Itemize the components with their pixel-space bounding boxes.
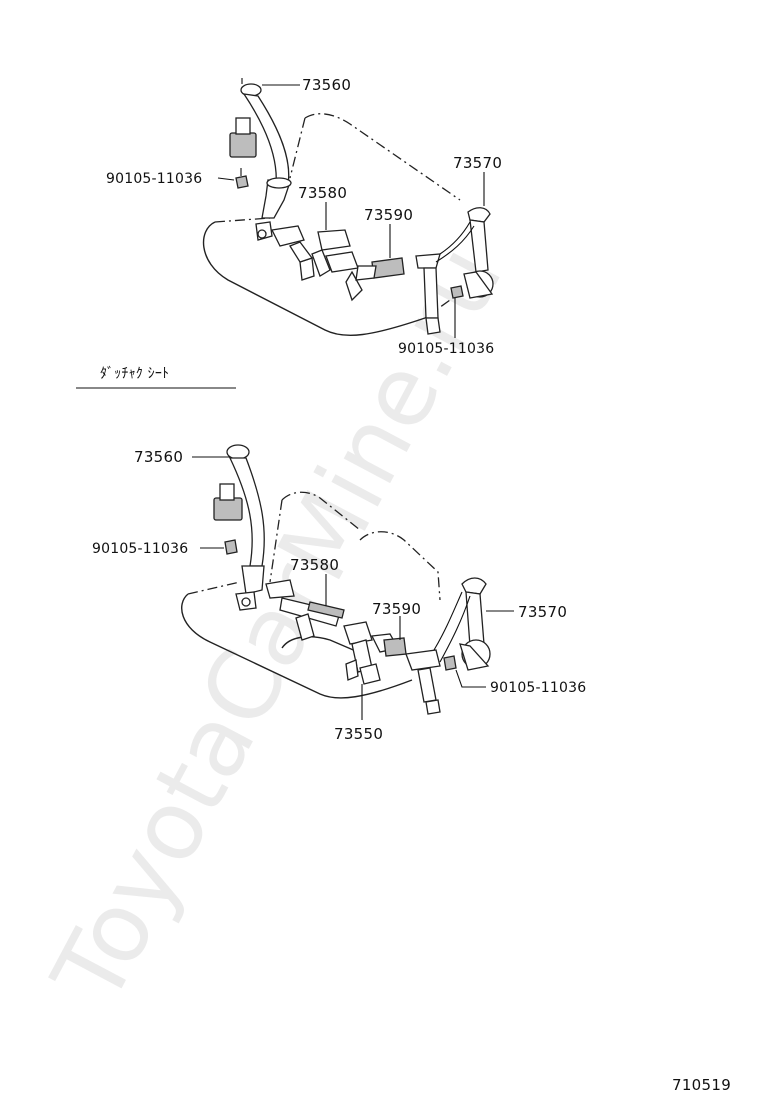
lower-buckle-center [265, 579, 345, 641]
lower-lap-belt-center [345, 639, 381, 685]
diagram-id: 710519 [672, 1076, 731, 1094]
upper-bolt-left [235, 168, 249, 189]
label-73560-lower: 73560 [134, 448, 183, 466]
label-73550-lower: 73550 [334, 725, 383, 743]
label-73590-upper: 73590 [364, 206, 413, 224]
label-73580-lower: 73580 [290, 556, 339, 574]
lower-bolt-right [443, 655, 457, 671]
upper-seat-back-outline [214, 113, 461, 223]
label-73570-lower: 73570 [518, 603, 567, 621]
lower-shoulder-belt-right [405, 577, 491, 715]
label-bolt-right-upper: 90105-11036 [398, 341, 494, 357]
upper-buckle-right [325, 251, 405, 302]
upper-shoulder-belt-right [415, 207, 494, 335]
lower-seat-cushion [181, 593, 413, 699]
label-73590-lower: 73590 [372, 600, 421, 618]
upper-assembly: 73560 90105-11036 73580 73590 73570 9010… [106, 76, 502, 357]
lower-assembly: 73560 90105-11036 73580 73590 73570 9010… [92, 444, 586, 743]
label-bolt-left-lower: 90105-11036 [92, 541, 188, 557]
lower-shoulder-belt-left [213, 444, 265, 611]
lower-seat-back-outline [187, 491, 441, 601]
label-bolt-left-upper: 90105-11036 [106, 171, 202, 187]
upper-bolt-right [450, 285, 464, 299]
lower-bolt-left [224, 539, 238, 555]
lower-buckle-right [343, 621, 407, 657]
upper-shoulder-belt-left [229, 78, 292, 241]
upper-buckle-center [271, 225, 351, 281]
section-heading: ﾀﾞｯﾁｬｸ ｼｰﾄ [100, 366, 169, 382]
label-bolt-right-lower: 90105-11036 [490, 680, 586, 696]
upper-seat-cushion [202, 221, 426, 337]
label-73560-upper: 73560 [302, 76, 351, 94]
label-73570-upper: 73570 [453, 154, 502, 172]
label-73580-upper: 73580 [298, 184, 347, 202]
